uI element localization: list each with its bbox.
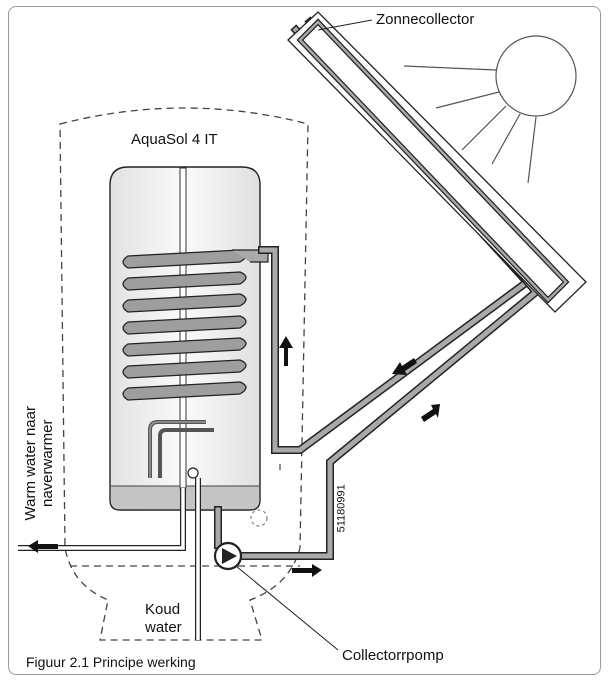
warm-water-label-line-2: naverwarmer (39, 419, 56, 508)
figure-frame (8, 6, 601, 675)
warm-water-label-line-1: Warm water naar (21, 406, 39, 521)
drawing-code-label: 51180991 (335, 484, 348, 533)
arrow-right-up-icon (421, 404, 440, 422)
arrow-up-icon (279, 336, 293, 366)
collector-pump-icon (213, 509, 268, 571)
pump-label: Collectorrpomp (342, 647, 444, 664)
figure-caption: Figuur 2.1 Principe werking (26, 654, 196, 670)
flow-arrows (28, 336, 440, 577)
warm-water-label: Warm water naar naverwarmer (22, 378, 57, 548)
collector-label: Zonnecollector (376, 11, 475, 28)
arrow-left-down-icon (392, 358, 417, 375)
casing-outline (59, 107, 309, 641)
product-label: AquaSol 4 IT (131, 131, 218, 148)
cold-water-inlet (187, 467, 201, 640)
cold-water-label-line-2: water (145, 619, 182, 636)
sun-icon (403, 35, 577, 184)
arrow-left-icon (28, 540, 58, 553)
cold-water-label-line-1: Koud (145, 601, 181, 618)
solar-collector-panel (287, 11, 587, 313)
warm-water-outlet (18, 488, 186, 551)
arrow-right-icon (292, 564, 322, 577)
